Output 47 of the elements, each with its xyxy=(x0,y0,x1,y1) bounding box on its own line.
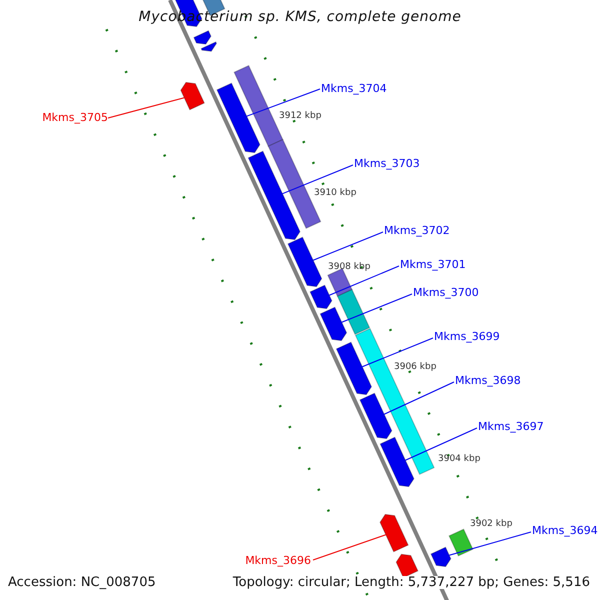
scale-label: 3904 kbp xyxy=(438,455,480,464)
leader-line xyxy=(404,428,478,461)
gene-marker xyxy=(309,284,332,310)
gene-label: Mkms_3697 xyxy=(478,421,544,432)
leader-line xyxy=(108,97,185,118)
gene-marker xyxy=(336,342,372,396)
gene-marker xyxy=(359,392,392,440)
gene-marker xyxy=(320,306,348,342)
scale-label: 3912 kbp xyxy=(279,112,322,121)
leader-line xyxy=(328,266,400,296)
gene-label: Mkms_3702 xyxy=(384,225,450,236)
gene-label: Mkms_3704 xyxy=(321,83,387,94)
gene-marker xyxy=(180,82,205,110)
gene-marker xyxy=(354,328,435,475)
gene-label: Mkms_3705 xyxy=(42,112,108,123)
gene-label: Mkms_3699 xyxy=(434,331,500,342)
gene-marker xyxy=(379,514,409,552)
scale-label: 3908 kbp xyxy=(328,263,370,272)
gene-marker xyxy=(430,546,452,568)
gene-label: Mkms_3698 xyxy=(455,375,521,386)
gene-marker xyxy=(448,528,474,557)
leader-line xyxy=(312,232,384,261)
scale-label: 3906 kbp xyxy=(394,363,436,372)
leader-line xyxy=(448,532,532,556)
gene-label: Mkms_3696 xyxy=(245,555,311,566)
info-text: Accession: NC_008705 xyxy=(8,576,156,589)
gene-marker xyxy=(327,268,353,297)
scale-label: 3902 kbp xyxy=(470,520,512,529)
gene-marker xyxy=(248,150,301,240)
gene-marker xyxy=(336,288,370,335)
leader-line xyxy=(312,534,386,560)
gene-marker xyxy=(193,30,212,45)
scale-label: 3910 kbp xyxy=(314,189,356,198)
gene-marker xyxy=(200,41,218,52)
leader-line xyxy=(362,338,434,368)
info-text: Topology: circular; Length: 5,737,227 bp; Genes: 5,516 xyxy=(232,576,590,589)
gene-label: Mkms_3701 xyxy=(400,259,466,270)
gene-label: Mkms_3694 xyxy=(532,525,598,536)
gene-label: Mkms_3703 xyxy=(354,158,420,169)
leader-line xyxy=(341,294,412,323)
leader-line xyxy=(384,382,454,415)
leader-line xyxy=(246,88,320,117)
gene-marker xyxy=(380,436,414,488)
gene-marker xyxy=(216,82,260,154)
gene-marker xyxy=(287,236,322,288)
leader-line xyxy=(282,164,354,194)
gene-label: Mkms_3700 xyxy=(413,287,479,298)
